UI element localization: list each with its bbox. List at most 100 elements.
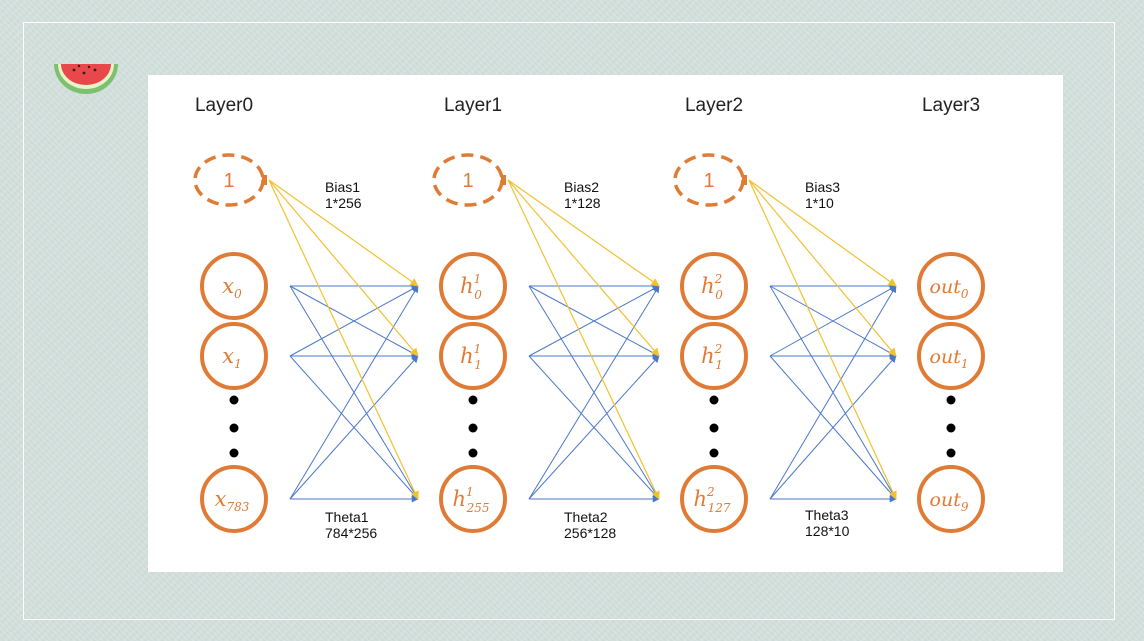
neuron-node — [680, 322, 748, 390]
connection-edges — [268, 179, 897, 503]
bias-name: Bias2 — [564, 179, 599, 195]
neuron-label: h2 127 — [693, 485, 730, 515]
neuron-base: x — [222, 344, 234, 368]
neuron-label: h2 1 — [701, 342, 723, 372]
neuron-node — [200, 322, 268, 390]
neuron-superscript: 2 — [706, 485, 715, 499]
bias-node-label: 1 — [703, 170, 714, 192]
ellipsis-dot — [468, 423, 478, 433]
theta-name: Theta1 — [325, 509, 369, 525]
ellipsis-dot — [468, 448, 478, 458]
layer-label: Layer2 — [685, 95, 743, 116]
weight-edge — [528, 285, 660, 357]
neuron-node — [200, 465, 268, 533]
weight-edge — [289, 355, 419, 500]
bias-edge — [507, 179, 660, 500]
bias-dimension: 1*10 — [805, 195, 834, 211]
neuron-subscript: 255 — [466, 501, 490, 515]
slide-frame — [23, 22, 1115, 620]
neuron-superscript: 1 — [474, 342, 482, 356]
neuron-node — [917, 322, 985, 390]
neuron-base: h — [701, 274, 715, 298]
weight-edge — [769, 285, 897, 500]
neuron-subscript: 0 — [961, 287, 969, 301]
neuron-superscript: 1 — [466, 485, 474, 499]
neuron-label: out9 — [930, 489, 969, 514]
neuron-subscript: 1 — [961, 357, 969, 371]
neuron-superscript: 2 — [714, 342, 723, 356]
neuron-base: h — [701, 344, 715, 368]
neuron-node — [439, 322, 507, 390]
weight-edge — [289, 285, 419, 500]
ellipsis-dot — [709, 423, 719, 433]
neuron-label: out1 — [930, 346, 969, 371]
neuron-label: h1 255 — [452, 485, 489, 515]
neuron-subscript: 0 — [474, 288, 482, 302]
theta-dimension: 256*128 — [564, 525, 616, 541]
neuron-base: x — [215, 487, 227, 511]
neuron-node — [917, 252, 985, 320]
ellipsis-dot — [709, 448, 719, 458]
bias-node-label: 1 — [223, 170, 234, 192]
neuron-base: h — [693, 487, 707, 511]
theta-name: Theta2 — [564, 509, 608, 525]
theta-dimension: 784*256 — [325, 525, 377, 541]
neuron-base: h — [452, 487, 466, 511]
neuron-node — [200, 252, 268, 320]
neuron-base: out — [930, 346, 962, 368]
ellipsis-dot — [946, 448, 956, 458]
ellipsis-dot — [946, 395, 956, 405]
bias-dimension: 1*256 — [325, 195, 362, 211]
neuron-base: out — [930, 276, 962, 298]
neuron-subscript: 0 — [715, 288, 723, 302]
diagram-labels: Layer0 Layer1 Layer2 Layer3Bias11*256Theta1… — [195, 95, 980, 541]
ellipsis-dot — [229, 448, 239, 458]
neuron-node — [680, 465, 748, 533]
theta-name: Theta3 — [805, 507, 849, 523]
bias-name: Bias3 — [805, 179, 840, 195]
bias-name: Bias1 — [325, 179, 360, 195]
bias-connector — [262, 175, 267, 185]
ellipsis-dot — [946, 423, 956, 433]
neuron-superscript: 2 — [714, 272, 723, 286]
neuron-base: x — [222, 274, 234, 298]
neuron-label: h2 0 — [701, 272, 723, 302]
layer-label: Layer0 — [195, 95, 253, 116]
neuron-label: x783 — [215, 487, 250, 514]
bias-edge — [507, 179, 660, 357]
weight-edge — [528, 355, 660, 500]
neuron-label: x0 — [222, 274, 242, 301]
neuron-base: h — [460, 274, 474, 298]
neuron-base: out — [930, 489, 962, 511]
neuron-node — [439, 465, 507, 533]
ellipsis-dot — [468, 395, 478, 405]
bias-edge — [748, 179, 897, 500]
watermelon-icon — [54, 64, 118, 94]
bias-edge — [268, 179, 419, 500]
ellipsis-dot — [229, 423, 239, 433]
ellipsis-dot — [229, 395, 239, 405]
bias-edge — [507, 179, 660, 287]
layer-label: Layer1 — [444, 95, 502, 116]
neuron-subscript: 127 — [708, 501, 731, 515]
bias-edge — [748, 179, 897, 287]
neuron-subscript: 9 — [961, 500, 969, 514]
neuron-node — [917, 465, 985, 533]
neuron-superscript: 1 — [474, 272, 482, 286]
weight-edge — [289, 285, 419, 357]
neuron-subscript: 1 — [715, 358, 723, 372]
neuron-subscript: 1 — [234, 357, 242, 371]
neuron-base: h — [460, 344, 474, 368]
neuron-node — [680, 252, 748, 320]
bias-node-label: 1 — [462, 170, 473, 192]
bias-connector — [742, 175, 747, 185]
neuron-node — [439, 252, 507, 320]
neuron-label: h1 0 — [460, 272, 482, 302]
ellipsis-dot — [709, 395, 719, 405]
weight-edge — [769, 355, 897, 500]
layer-label: Layer3 — [922, 95, 980, 116]
weight-edge — [528, 285, 660, 500]
